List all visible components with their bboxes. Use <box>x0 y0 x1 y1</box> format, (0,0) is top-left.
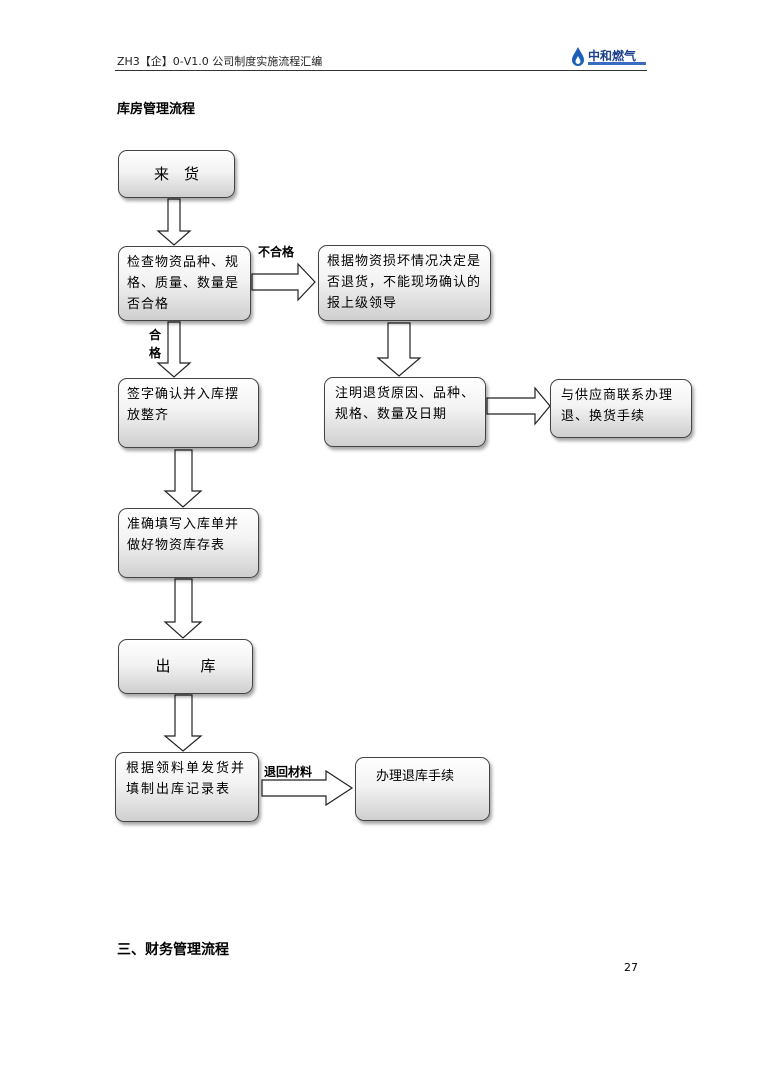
arrow-record-to-outgoing <box>163 578 203 639</box>
arrow-decide-to-note <box>376 322 422 377</box>
arrow-inspect-to-sign <box>156 321 192 378</box>
section-title: 库房管理流程 <box>117 102 196 117</box>
company-logo: 中和燃气 <box>571 46 647 68</box>
next-section-title: 三、财务管理流程 <box>117 942 229 958</box>
step-contact-supplier: 与供应商联系办理退、换货手续 <box>550 379 692 438</box>
arrow-sign-to-record <box>163 449 203 508</box>
step-fill-storage-record: 准确填写入库单并做好物资库存表 <box>118 508 259 578</box>
label-qualified: 合格 <box>148 328 161 360</box>
header-divider <box>115 70 647 71</box>
arrow-issue-to-return <box>261 769 354 807</box>
flame-drop-icon <box>572 47 584 66</box>
step-inspect-goods: 检查物资品种、规格、质量、数量是否合格 <box>118 246 251 321</box>
page-number: 27 <box>624 961 638 974</box>
step-handle-return: 办理退库手续 <box>355 757 490 821</box>
label-unqualified: 不合格 <box>258 245 295 259</box>
arrow-inspect-to-decide <box>251 262 316 302</box>
step-incoming-goods: 来 货 <box>118 150 235 198</box>
document-header: ZH3【企】0-V1.0 公司制度实施流程汇编 <box>117 55 323 68</box>
label-return-material: 退回材料 <box>264 765 313 779</box>
logo-underline <box>588 62 646 65</box>
arrow-note-to-supplier <box>486 386 551 426</box>
arrow-incoming-to-inspect <box>156 198 192 246</box>
step-note-return-reason: 注明退货原因、品种、规格、数量及日期 <box>324 377 486 447</box>
arrow-outgoing-to-issue <box>163 694 203 752</box>
step-outgoing-goods: 出 库 <box>118 639 253 694</box>
logo-wordmark: 中和燃气 <box>588 49 637 63</box>
step-sign-and-store: 签字确认并入库摆放整齐 <box>118 378 259 448</box>
step-decide-return: 根据物资损坏情况决定是否退货，不能现场确认的报上级领导 <box>318 245 491 321</box>
step-issue-by-requisition: 根据领料单发货并填制出库记录表 <box>115 752 259 822</box>
